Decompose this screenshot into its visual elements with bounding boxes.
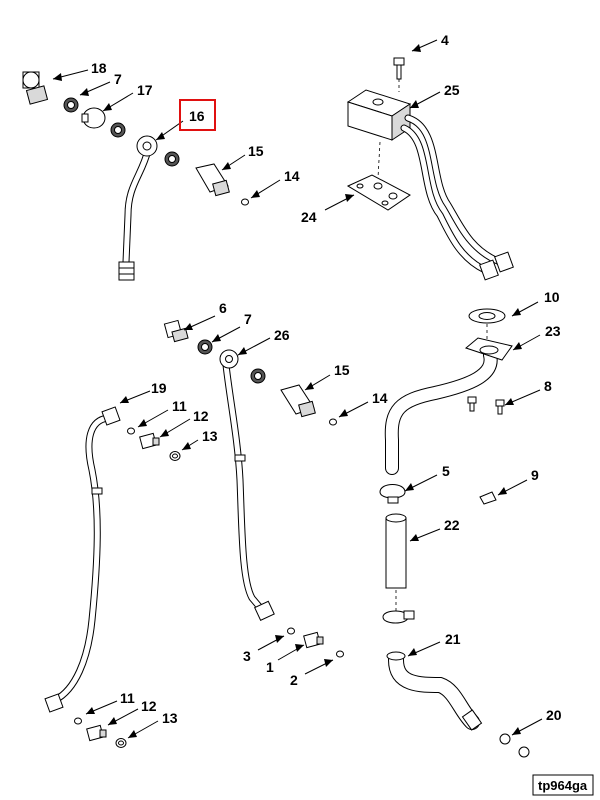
hose-part <box>385 513 407 589</box>
o-ring-part <box>74 717 82 725</box>
oil-line-part <box>219 349 275 621</box>
elbow-tube-part <box>386 651 483 731</box>
callout-5: 5 <box>442 463 450 479</box>
callout-18: 18 <box>91 60 107 76</box>
o-ring-part <box>329 418 337 426</box>
callout-9: 9 <box>531 467 539 483</box>
callout-4: 4 <box>441 32 449 48</box>
sealing-washer-part <box>63 97 79 113</box>
plug-part <box>81 107 106 129</box>
callout-23: 23 <box>545 323 561 339</box>
callout-14: 14 <box>372 390 388 406</box>
callout-25: 25 <box>444 82 460 98</box>
callout-8: 8 <box>544 378 552 394</box>
callout-12: 12 <box>193 408 209 424</box>
callout-7: 7 <box>114 71 122 87</box>
oil-line-part <box>44 406 121 713</box>
flanged-tube-part <box>384 337 513 475</box>
connector-fitting-part <box>139 432 160 450</box>
callout-13: 13 <box>202 428 218 444</box>
reference-id-box <box>532 774 594 796</box>
callout-15: 15 <box>248 143 264 159</box>
callout-13: 13 <box>162 710 178 726</box>
o-ring-part <box>127 427 135 435</box>
sealing-washer-part <box>197 339 213 355</box>
callout-12: 12 <box>141 698 157 714</box>
callout-22: 22 <box>444 517 460 533</box>
callout-11: 11 <box>172 398 187 414</box>
callout-21: 21 <box>445 631 461 647</box>
sealing-washer-part <box>169 451 181 461</box>
callout-11: 11 <box>120 690 135 706</box>
hose-clamp-part <box>379 484 406 504</box>
callout-24: 24 <box>301 209 317 225</box>
o-ring-part <box>336 650 344 658</box>
o-ring-part <box>287 627 295 635</box>
callout-10: 10 <box>544 289 560 305</box>
adapter-fitting-part <box>195 163 230 197</box>
highlight-box <box>179 99 216 131</box>
flange-bolt-part <box>467 396 505 415</box>
bolt-part <box>393 57 405 80</box>
callout-6: 6 <box>219 300 227 316</box>
callout-17: 17 <box>137 82 153 98</box>
callout-7: 7 <box>244 311 252 327</box>
connector-fitting-part <box>86 724 107 742</box>
callout-20: 20 <box>546 707 562 723</box>
callout-19: 19 <box>151 380 167 396</box>
callout-1: 1 <box>266 659 274 675</box>
adapter-fitting-part <box>280 384 316 418</box>
callout-14: 14 <box>284 168 300 184</box>
twin-hose-part <box>400 114 514 281</box>
callout-3: 3 <box>243 648 251 664</box>
callout-26: 26 <box>274 327 290 343</box>
banjo-bolt-part <box>163 319 189 343</box>
reference-id: tp964ga <box>538 778 588 793</box>
o-ring-part <box>241 198 249 206</box>
o-ring-part <box>499 733 530 758</box>
connector-fitting-part <box>303 631 324 649</box>
gasket-part <box>346 174 411 211</box>
callout-16-highlighted: 16 <box>189 108 205 124</box>
sealing-washer-part <box>250 368 266 384</box>
oil-line-part <box>118 135 158 281</box>
hose-clamp-part <box>382 610 415 624</box>
gasket-part <box>468 308 506 324</box>
sealing-washer-part <box>164 151 180 167</box>
sealing-washer-part <box>110 122 126 138</box>
callout-2: 2 <box>290 672 298 688</box>
sealing-washer-part <box>115 738 127 748</box>
banjo-bolt-part <box>22 71 49 105</box>
clip-part <box>479 491 497 505</box>
manifold-block-part <box>346 89 412 141</box>
callout-15: 15 <box>334 362 350 378</box>
